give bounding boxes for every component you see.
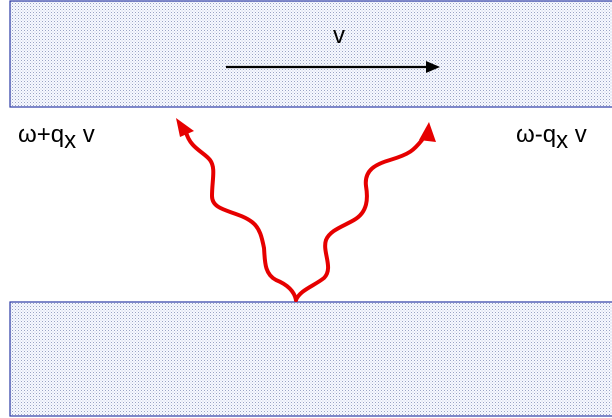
bottom-plate	[9, 301, 612, 417]
right-frequency-label: ω-qx v	[516, 121, 587, 153]
right-frequency-base: ω-q	[516, 121, 557, 148]
right-arrow-icon	[226, 61, 440, 73]
right-frequency-tail: v	[568, 121, 587, 148]
velocity-label: v	[333, 22, 345, 49]
left-frequency-label: ω+qx v	[18, 121, 95, 153]
left-frequency-tail: v	[76, 121, 95, 148]
right-frequency-subscript: x	[556, 127, 569, 154]
left-frequency-subscript: x	[64, 127, 77, 154]
top-plate	[9, 0, 612, 108]
wavy-arrow-icon	[176, 118, 298, 302]
wavy-arrow-icon	[294, 122, 436, 302]
left-frequency-base: ω+q	[18, 121, 65, 148]
